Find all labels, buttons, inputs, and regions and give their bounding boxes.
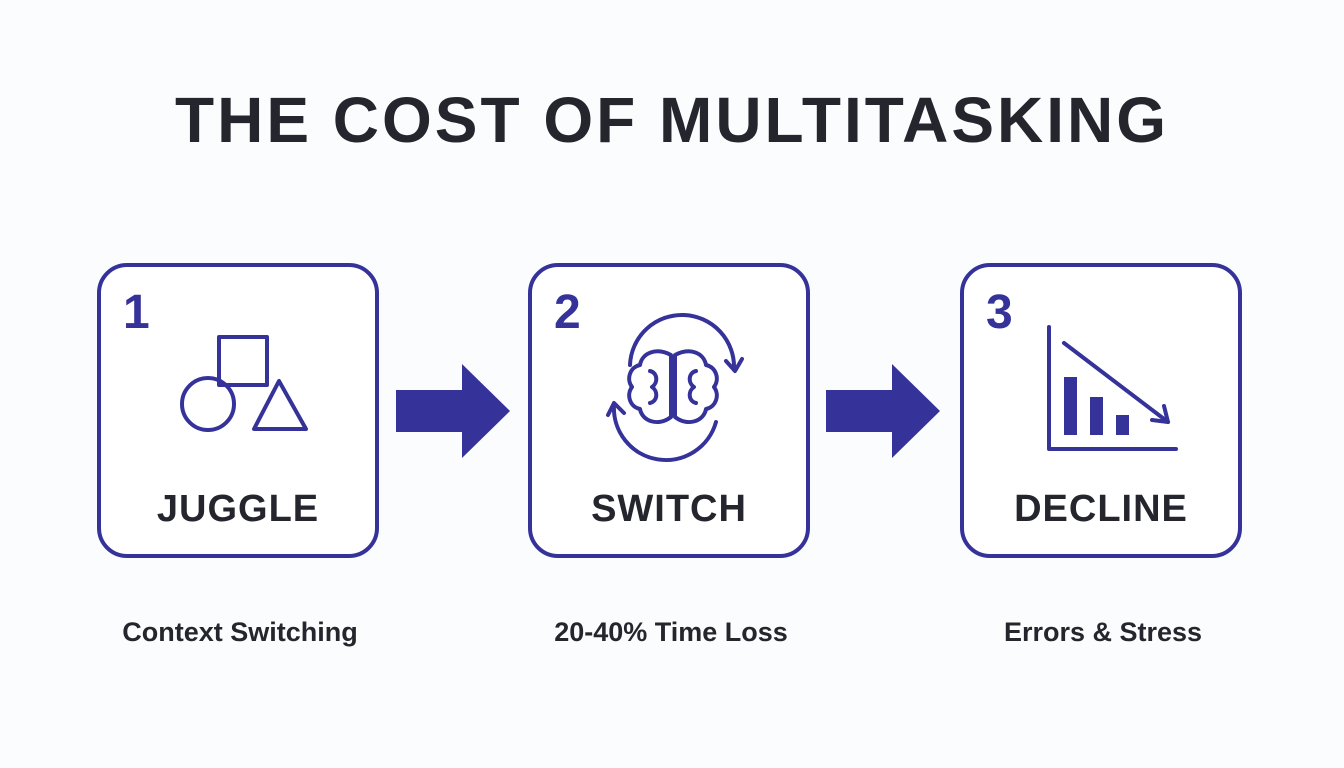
step-number: 2 [554,286,581,339]
arrow-right-icon [826,364,940,458]
step-caption-switch: 20-40% Time Loss [554,617,788,647]
step-card-decline: 3 DECLINE [960,263,1242,558]
declining-bar-chart-icon [1047,325,1178,451]
step-caption-juggle: Context Switching [122,617,358,647]
shapes-icon [180,335,308,432]
step-number: 3 [986,286,1013,339]
step-card-juggle: 1 JUGGLE [97,263,379,558]
step-label: JUGGLE [156,488,320,530]
step-label: DECLINE [1014,488,1188,530]
step-label: SWITCH [591,488,747,530]
step-card-switch: 2 SWITCH [528,263,810,558]
arrow-right-icon [396,364,510,458]
brain-cycle-icon [606,313,744,462]
page-title: THE COST OF MULTITASKING [175,84,1169,156]
step-caption-decline: Errors & Stress [1003,617,1203,647]
step-number: 1 [123,286,150,339]
